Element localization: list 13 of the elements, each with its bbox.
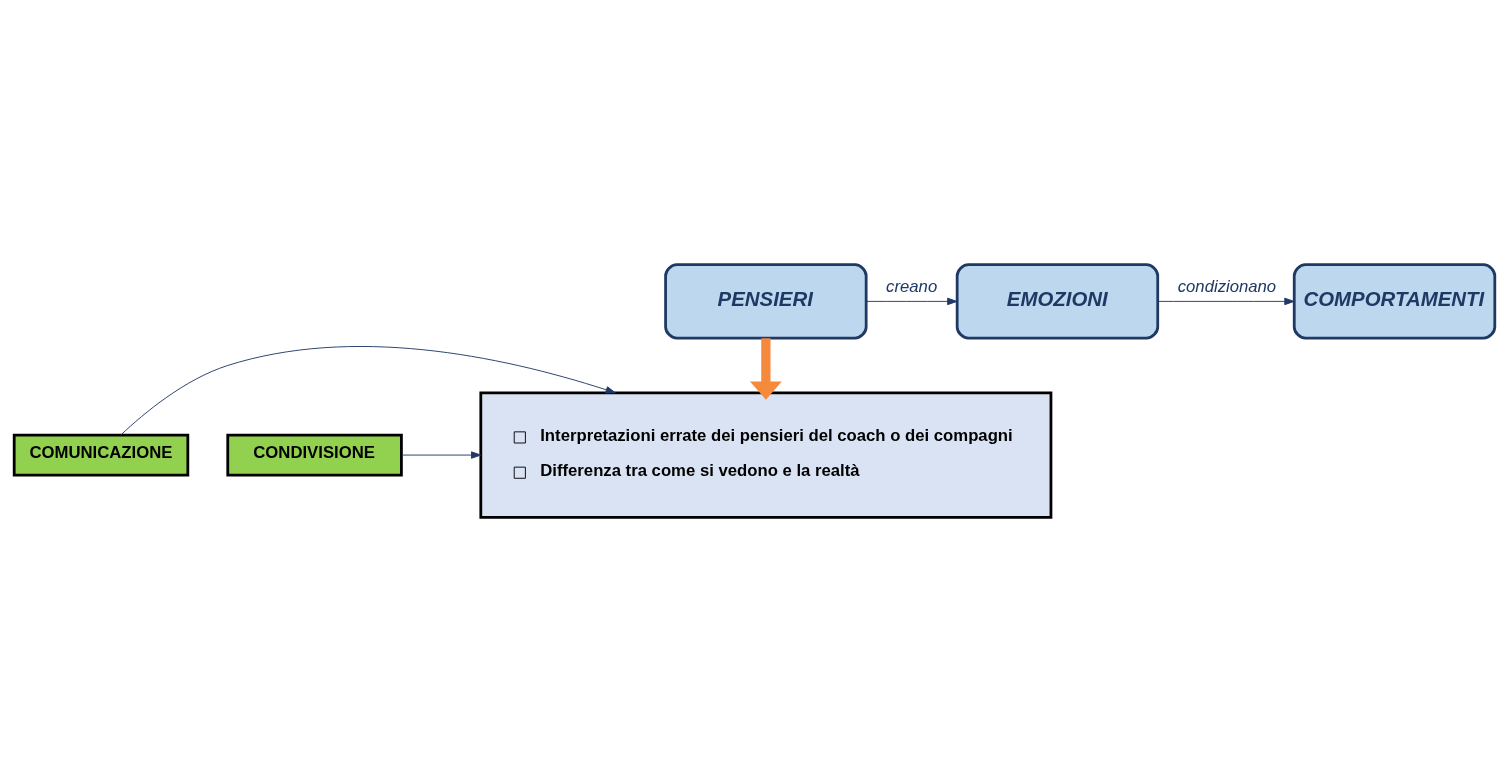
arrow: [401, 450, 482, 459]
node-box: COMUNICAZIONE: [12, 433, 190, 476]
edge-label: creano: [886, 276, 938, 296]
arrow: [749, 337, 782, 400]
arrow: [865, 297, 958, 305]
node-box: COMPORTAMENTI: [1292, 262, 1497, 339]
arrow: [120, 345, 616, 435]
node-box: PENSIERI: [664, 262, 868, 339]
node-box: EMOZIONI: [955, 262, 1160, 339]
arrow: [1157, 297, 1295, 305]
node-box: Interpretazioni errate dei pensieri del coach o dei compagni Differenza tra come si vedono e la realtà: [479, 390, 1053, 519]
node-box: CONDIVISIONE: [226, 433, 403, 476]
edge-label: condizionano: [1177, 276, 1277, 296]
